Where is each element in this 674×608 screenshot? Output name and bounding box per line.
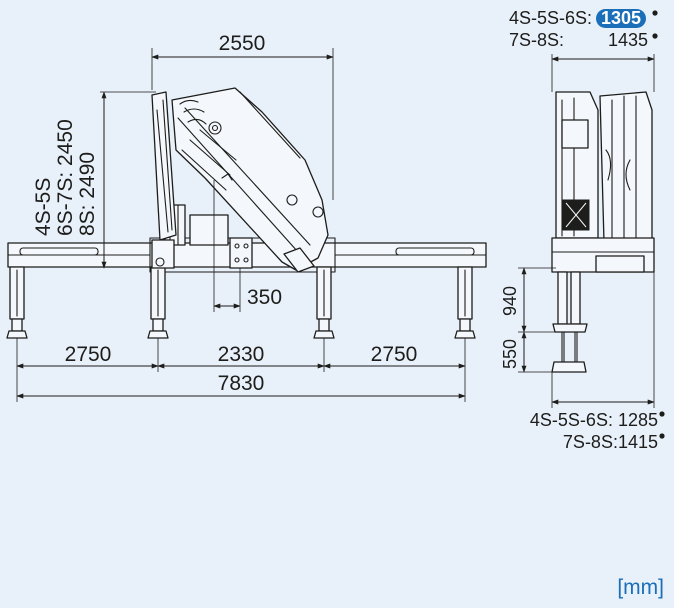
outrigger-leg-outer-left xyxy=(6,266,28,339)
dim-side-heights: 940 550 xyxy=(500,267,556,373)
side-view-crane xyxy=(551,91,655,373)
dim-boom-reach: 2550 xyxy=(151,32,334,200)
outrigger-center-label: 2330 xyxy=(218,343,265,366)
outrigger-right-label: 2750 xyxy=(371,343,418,366)
front-view-crane xyxy=(6,87,487,339)
top-width-value-2: 1435 xyxy=(608,30,648,50)
side-height-940: 940 xyxy=(500,286,520,316)
boom-reach-label: 2550 xyxy=(219,32,266,55)
base-plate xyxy=(229,237,253,269)
unit-label: [mm] xyxy=(617,576,664,599)
beam-slot-right xyxy=(395,247,475,256)
dim-side-bottom-width: 4S-5S-6S: 1285 7S-8S:1415 xyxy=(530,272,665,452)
top-width-label-2: 7S-8S: xyxy=(509,30,564,50)
dim-outrigger-spacing: 2750 2330 2750 7830 xyxy=(16,338,466,402)
column xyxy=(189,214,229,246)
side-legs xyxy=(551,271,588,373)
outrigger-left-label: 2750 xyxy=(65,343,112,366)
top-width-label-1: 4S-5S-6S: xyxy=(509,8,592,28)
dim-height: 4S-5S 6S-7S: 2450 8S: 2490 xyxy=(32,91,156,269)
total-span-label: 7830 xyxy=(218,372,265,395)
bottom-width-1: 4S-5S-6S: 1285 xyxy=(530,410,658,430)
top-width-highlight xyxy=(596,9,646,28)
bottom-width-2: 7S-8S:1415 xyxy=(563,432,658,452)
outrigger-leg-inner-right xyxy=(313,266,335,339)
side-height-550: 550 xyxy=(500,339,520,369)
outrigger-leg-inner-left xyxy=(147,266,169,339)
outrigger-leg-outer-right xyxy=(454,266,476,339)
height-label-1: 4S-5S xyxy=(32,178,55,236)
hook-block xyxy=(283,247,315,273)
side-boom-pack xyxy=(599,91,653,243)
height-label-2: 6S-7S: 2450 xyxy=(54,119,77,236)
dim-pin-offset: 350 xyxy=(213,180,282,312)
pin-offset-label: 350 xyxy=(247,286,282,309)
beam-slot-left xyxy=(19,247,99,256)
height-label-3: 8S: 2490 xyxy=(76,152,99,236)
dim-side-top-width: 4S-5S-6S: 1305 7S-8S: 1435 xyxy=(509,8,658,92)
top-width-value-1: 1305 xyxy=(601,8,641,28)
slewing-unit xyxy=(151,239,175,269)
